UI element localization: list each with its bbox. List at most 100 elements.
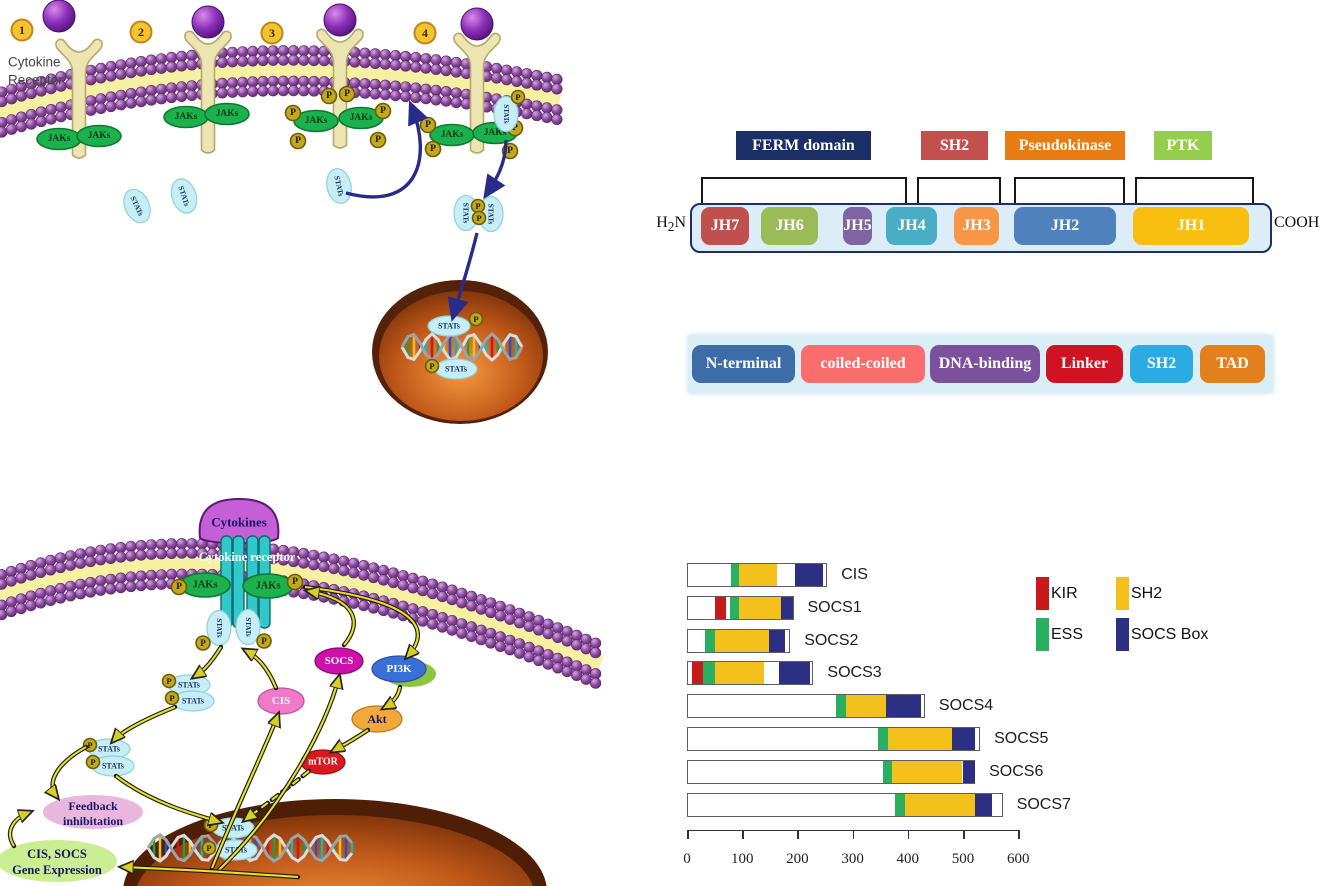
protein-label: CIS xyxy=(841,566,868,583)
membrane-bead xyxy=(523,651,535,663)
membrane-bead xyxy=(368,562,380,574)
membrane-bead xyxy=(533,624,545,636)
stats-label: STATs xyxy=(244,617,252,637)
domain-segment-socs-box xyxy=(769,629,785,652)
cytokine-ligand xyxy=(460,7,494,41)
membrane-bead xyxy=(523,620,535,632)
jaks-label: JAKs xyxy=(48,134,71,144)
protein-label: SOCS5 xyxy=(994,730,1049,747)
jh-domain-jh3: JH3 xyxy=(954,207,999,245)
phosphate-badge: P xyxy=(468,311,484,327)
jaks-oval-label: JAKs xyxy=(716,79,757,98)
domain-segment-socs-box xyxy=(794,564,823,586)
x-axis-ticklabel: 600 xyxy=(1006,850,1030,867)
membrane-bead xyxy=(44,554,57,566)
membrane-bead xyxy=(504,604,516,616)
phosphate-badge: P xyxy=(471,210,487,226)
membrane-bead xyxy=(125,540,137,553)
membrane-bead xyxy=(397,570,409,582)
membrane-bead xyxy=(5,605,17,618)
step-number: 4 xyxy=(422,26,428,40)
membrane-bead xyxy=(155,548,167,560)
membrane-bead xyxy=(54,592,67,604)
membrane-bead xyxy=(5,596,17,608)
membrane-bead xyxy=(125,580,137,593)
membrane-bead xyxy=(427,578,439,590)
step-badge: 1 xyxy=(10,18,34,42)
phosphate-circle xyxy=(320,87,338,105)
jaks-label: JAKs xyxy=(192,580,217,591)
membrane-bead xyxy=(417,615,429,627)
membrane-bead xyxy=(94,575,107,587)
membrane-bead xyxy=(35,566,47,578)
stats-label: STATs xyxy=(462,203,471,224)
membrane-bead xyxy=(125,571,137,583)
stat-domain-linker: Linker xyxy=(1046,345,1123,383)
membrane-bead xyxy=(377,564,390,577)
membrane-bead xyxy=(135,580,147,592)
phosphate-badge: P xyxy=(170,578,188,596)
membrane-bead xyxy=(533,614,545,627)
membrane-bead xyxy=(571,660,583,672)
protein-bar-socs4 xyxy=(687,694,925,719)
phosphate-label: P xyxy=(87,740,92,750)
pi3k-oval-label: PI3K xyxy=(386,663,412,675)
jak-to-pi3k-arrow xyxy=(304,585,418,657)
phosphate-badge: P xyxy=(369,131,387,149)
jaks-label: JAKs xyxy=(216,109,239,119)
domain-segment-ess xyxy=(703,662,715,685)
protein-label: SOCS2 xyxy=(804,631,859,649)
membrane-bead xyxy=(561,626,573,638)
membrane-bead xyxy=(64,559,77,571)
membrane-bead xyxy=(15,572,27,584)
x-axis-ticklabel: 0 xyxy=(683,850,691,867)
membrane-bead xyxy=(176,547,188,559)
cell-membrane xyxy=(0,538,604,689)
membrane-bead xyxy=(542,649,554,661)
stat-domain-n-terminal: N-terminal xyxy=(692,345,795,383)
jh-domain-jh6: JH6 xyxy=(761,207,818,245)
phosphate-badge: P xyxy=(85,754,101,770)
phosphate-badge: P xyxy=(161,673,177,689)
phosphate-label: P xyxy=(176,582,182,592)
cytokine-receptor xyxy=(55,38,103,159)
domain-segment-ess xyxy=(882,760,893,783)
membrane-bead xyxy=(465,621,478,633)
membrane-bead xyxy=(475,634,487,646)
x-axis-ticklabel: 200 xyxy=(786,850,809,867)
membrane-bead xyxy=(427,588,439,600)
phosphate-badge: P xyxy=(284,104,302,122)
membrane-bead xyxy=(456,587,468,599)
membrane-bead xyxy=(436,621,449,633)
membrane-bead xyxy=(115,582,127,594)
phosphate-circle xyxy=(471,210,487,226)
phosphate-circle xyxy=(424,140,442,158)
membrane-bead xyxy=(571,669,583,681)
membrane-bead xyxy=(54,552,67,564)
membrane-bead xyxy=(5,575,17,587)
akt-oval-shape xyxy=(351,705,403,733)
membrane-bead xyxy=(456,597,468,609)
step-badge-circle xyxy=(413,21,437,45)
membrane-bead xyxy=(25,569,37,581)
stat-domain-tad: TAD xyxy=(1200,345,1265,383)
gene-to-feedback-arrow xyxy=(9,812,30,847)
membrane-bead xyxy=(494,600,507,612)
stat-to-feedback-arrow xyxy=(53,746,87,797)
akt-to-mtor-arrow xyxy=(333,729,369,751)
receptor-shape xyxy=(55,38,103,159)
x-axis-tick xyxy=(1018,829,1020,839)
stats-pill xyxy=(326,168,352,204)
legend-swatch-kir xyxy=(1036,577,1049,610)
membrane-bead xyxy=(15,593,27,605)
domain-segment-sh2 xyxy=(738,564,778,586)
legend-label: KIR xyxy=(1051,584,1078,602)
phosphate-badge: P xyxy=(256,633,272,649)
stats-label: STATs xyxy=(182,697,204,706)
protein-bar-socs2 xyxy=(687,628,791,653)
jaks-label: JAKs xyxy=(305,116,328,126)
membrane-bead xyxy=(397,579,409,591)
phosphate-label: P xyxy=(475,201,480,211)
